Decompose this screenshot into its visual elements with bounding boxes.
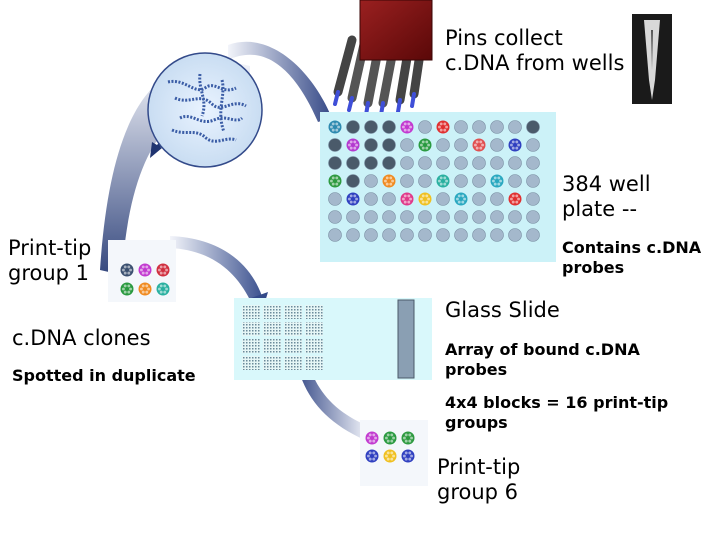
print-tip-1-label: Print-tip group 1	[8, 236, 92, 285]
flow-arrow-to-slide	[170, 236, 262, 300]
pins-collect-label: Pins collect c.DNA from wells	[445, 26, 625, 75]
well-plate-label: 384 well plate --	[562, 172, 651, 221]
flow-arrow-clones	[100, 61, 250, 275]
glass-slide-label: Glass Slide	[445, 298, 560, 322]
print-tip-1-spots	[120, 263, 170, 296]
blocks-label: 4x4 blocks = 16 print-tip groups	[445, 393, 669, 432]
pins-group	[333, 0, 433, 117]
slide-label-area	[397, 299, 415, 379]
slide-spot-blocks	[242, 305, 323, 370]
flow-arrow-group6	[295, 350, 368, 440]
cdna-clones-label: c.DNA clones	[12, 326, 151, 350]
plate-wells	[328, 120, 540, 242]
pin-head-block	[359, 0, 433, 61]
array-probes-label: Array of bound c.DNA probes	[445, 340, 640, 379]
print-tip-6-spots	[365, 431, 415, 463]
pin-closeup	[632, 14, 672, 104]
spotted-duplicate-label: Spotted in duplicate	[12, 366, 196, 385]
print-tip-6-label: Print-tip group 6	[437, 455, 521, 504]
dna-strands	[167, 73, 247, 143]
contains-probes-label: Contains c.DNA probes	[562, 238, 702, 277]
